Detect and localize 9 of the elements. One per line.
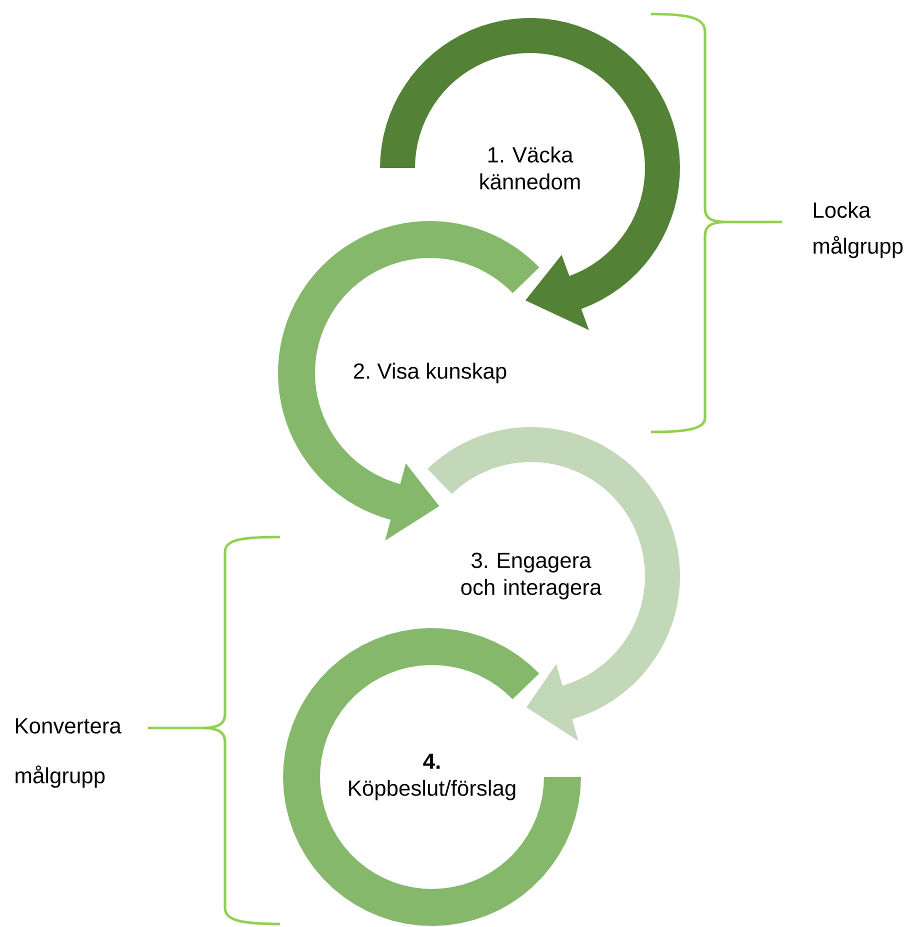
circular-arrow (380, 18, 680, 330)
step-label: 2. Visa kunskap (354, 362, 506, 384)
group-label: Konvertera målgrupp (16, 718, 122, 788)
circular-arrow (428, 427, 680, 741)
group-label: Locka målgrupp (814, 202, 903, 258)
step-label: 1. Väcka kännedom (480, 146, 580, 190)
circular-arrow (278, 221, 540, 541)
step-label: 4. Köpbeslut/förslag (349, 754, 516, 800)
step-label: 3. Engagera och interagera (461, 552, 602, 600)
